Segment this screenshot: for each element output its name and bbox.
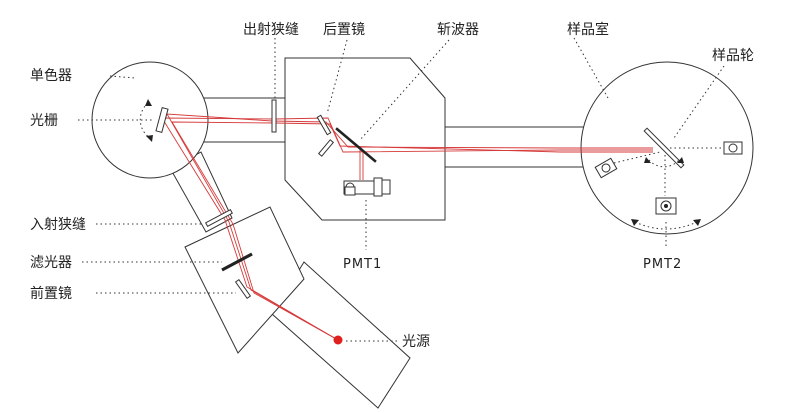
entrance-slit — [205, 208, 233, 228]
front-mirror — [234, 278, 252, 300]
label-light-source: 光源 — [402, 334, 430, 350]
label-pmt1: PMT1 — [343, 257, 382, 272]
sample-detector-left — [594, 157, 618, 179]
sample-arrow-left — [644, 157, 651, 163]
pmt2-arrow-right — [693, 219, 701, 226]
grating — [155, 107, 169, 133]
light-source-dot — [333, 335, 343, 345]
label-filter: 滤光器 — [30, 255, 72, 271]
label-rear-mirror: 后置镜 — [323, 22, 365, 38]
mono-to-exit-tube — [199, 97, 286, 143]
label-front-mirror: 前置镜 — [30, 285, 72, 302]
grating-arrow-down — [146, 135, 153, 142]
leader-rear-mirror — [326, 39, 348, 115]
sample-dashed-left — [613, 151, 661, 164]
grating-arrow-up — [145, 99, 152, 106]
label-sample-chamber: 样品室 — [567, 21, 609, 38]
chopper-blade — [335, 127, 377, 163]
label-chopper: 斩波器 — [437, 22, 479, 38]
rear-mirror-2 — [317, 139, 335, 157]
pmt2-arrow-left — [631, 219, 639, 226]
filter-bar — [221, 252, 253, 272]
label-entrance-slit: 入射狭缝 — [30, 217, 86, 233]
pmt2-arc — [634, 221, 698, 230]
sample-detector-right — [723, 141, 743, 155]
sample-arrow-right — [677, 157, 684, 163]
exit-slit — [271, 99, 277, 133]
label-pmt2: PMT2 — [643, 257, 682, 272]
rear-mirror-1 — [316, 114, 332, 136]
chopper-box — [284, 57, 446, 221]
pmt1-detector — [343, 177, 391, 197]
pmt2-detector — [655, 197, 677, 215]
label-exit-slit: 出射狭缝 — [243, 22, 299, 38]
label-monochromator: 单色器 — [30, 67, 72, 84]
label-sample-wheel: 样品轮 — [712, 48, 754, 64]
chopper-to-sample-tube — [444, 126, 588, 168]
leader-sample-wheel — [673, 65, 725, 139]
leader-sample-chamber — [573, 37, 609, 99]
sample-wheel-mirror — [643, 127, 685, 169]
label-grating: 光栅 — [30, 113, 58, 129]
